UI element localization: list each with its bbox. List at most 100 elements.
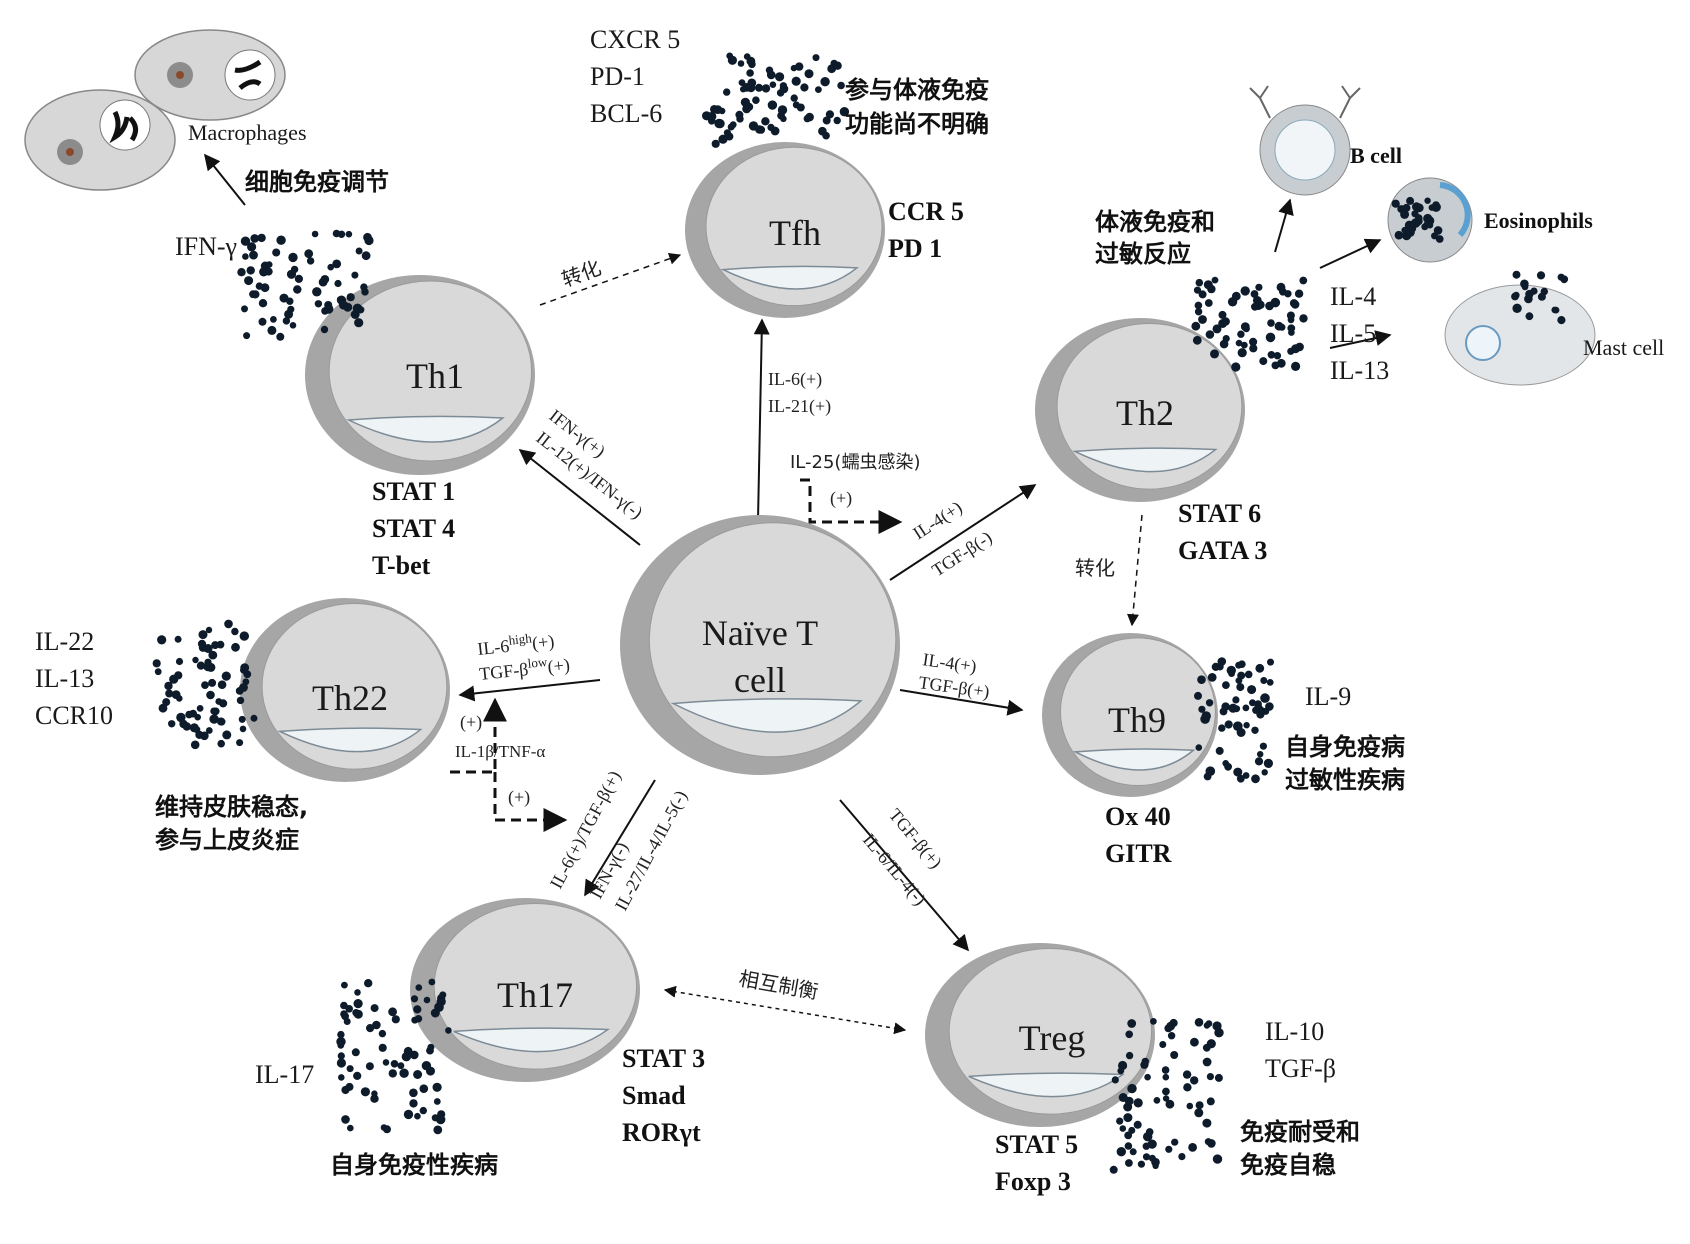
tfh-surface-bcl6: BCL-6 bbox=[590, 99, 662, 128]
th1-marker-stat4: STAT 4 bbox=[372, 514, 455, 543]
th17-marker-stat3: STAT 3 bbox=[622, 1044, 705, 1073]
label-plus-b: (+) bbox=[508, 787, 530, 808]
th2-function-line2: 过敏反应 bbox=[1095, 240, 1191, 268]
arrows bbox=[204, 153, 1392, 952]
label-il25-plus: (+) bbox=[830, 488, 852, 509]
treg-dots bbox=[1109, 1018, 1224, 1174]
arrow-il1b-to-th17 bbox=[493, 772, 568, 832]
th9-name: Th9 bbox=[1108, 700, 1166, 740]
tfh-function-line2: 功能尚不明确 bbox=[845, 110, 989, 138]
th1-marker-stat1: STAT 1 bbox=[372, 477, 455, 506]
th9-marker-ox40: Ox 40 bbox=[1105, 802, 1171, 831]
macrophages-label: Macrophages bbox=[188, 120, 307, 145]
arrow-naive-to-th9 bbox=[899, 689, 1024, 716]
arrow-naive-to-th17-a bbox=[584, 779, 656, 897]
label-il1b: IL-1β/TNF-α bbox=[455, 742, 545, 761]
th1-cytokine-ifng: IFN-γ bbox=[175, 232, 237, 261]
th17-name: Th17 bbox=[497, 975, 573, 1015]
arrow-naive-to-tfh bbox=[753, 318, 770, 521]
naive-name-line1: Naïve T bbox=[702, 613, 818, 653]
th17-cytokine-il17: IL-17 bbox=[255, 1060, 314, 1089]
svg-text:IL-6high(+): IL-6high(+) bbox=[476, 628, 555, 660]
th1-cell bbox=[305, 275, 535, 475]
th22-dots bbox=[152, 619, 258, 750]
th22-cytokine-il13: IL-13 bbox=[35, 664, 94, 693]
tfh-function-line1: 参与体液免疫 bbox=[845, 76, 989, 104]
th2-dots bbox=[1191, 276, 1308, 372]
dashed-arrows bbox=[450, 252, 1143, 1035]
th2-name: Th2 bbox=[1116, 393, 1174, 433]
eosinophils-label: Eosinophils bbox=[1484, 208, 1593, 233]
arrow-naive-to-th1 bbox=[518, 449, 641, 546]
tfh-surface-pd1: PD-1 bbox=[590, 62, 645, 91]
label-to-tfh-1: IL-6(+) bbox=[768, 369, 822, 390]
label-to-th22-1: IL-6high(+) bbox=[476, 628, 555, 660]
th2-marker-stat6: STAT 6 bbox=[1178, 499, 1261, 528]
th2-function-line1: 体液免疫和 bbox=[1095, 208, 1215, 236]
th2-marker-gata3: GATA 3 bbox=[1178, 536, 1267, 565]
macrophages bbox=[24, 29, 286, 191]
label-th1-tfh: 转化 bbox=[559, 255, 605, 291]
b-cell bbox=[1249, 85, 1361, 196]
treg-cytokine-il10: IL-10 bbox=[1265, 1017, 1324, 1046]
naive-name-line2: cell bbox=[734, 660, 786, 700]
th22-function-line2: 参与上皮炎症 bbox=[155, 826, 299, 854]
eosinophil-dots bbox=[1391, 196, 1444, 243]
th22-cytokine-ccr10: CCR10 bbox=[35, 701, 113, 730]
tfh-surface-cxcr5: CXCR 5 bbox=[590, 25, 680, 54]
treg-function-line1: 免疫耐受和 bbox=[1240, 1118, 1360, 1146]
th1-function: 细胞免疫调节 bbox=[245, 168, 389, 196]
th17-function: 自身免疫性疾病 bbox=[330, 1151, 498, 1179]
mast-cell-label: Mast cell bbox=[1583, 335, 1664, 360]
label-plus-a: (+) bbox=[460, 712, 482, 733]
th2-cell bbox=[1035, 318, 1245, 502]
arrow-th2-to-mastcell bbox=[1329, 330, 1392, 349]
th2-cytokine-il4: IL-4 bbox=[1330, 282, 1376, 311]
arrow-th2-to-eosinophils bbox=[1319, 238, 1382, 269]
th22-name: Th22 bbox=[312, 678, 388, 718]
th17-marker-smad: Smad bbox=[622, 1081, 686, 1110]
mast-cell bbox=[1444, 284, 1596, 386]
treg-cytokine-tgfb: TGF-β bbox=[1265, 1054, 1336, 1083]
arrow-naive-to-th2 bbox=[889, 484, 1037, 581]
th9-cytokine-il9: IL-9 bbox=[1305, 682, 1351, 711]
th9-function-line2: 过敏性疾病 bbox=[1285, 766, 1405, 794]
tfh-name: Tfh bbox=[769, 213, 821, 253]
th17-cell bbox=[410, 898, 640, 1082]
treg-name: Treg bbox=[1019, 1018, 1086, 1058]
arrow-th1-to-macrophages bbox=[204, 153, 246, 206]
treg-function-line2: 免疫自稳 bbox=[1240, 1151, 1336, 1179]
tfh-marker-pd1: PD 1 bbox=[888, 234, 942, 263]
th2-cytokine-il5: IL-5 bbox=[1330, 319, 1376, 348]
arrow-naive-to-treg bbox=[839, 799, 970, 952]
label-to-th2-1: IL-4(+) bbox=[909, 497, 966, 544]
label-to-tfh-2: IL-21(+) bbox=[768, 396, 831, 417]
tfh-marker-ccr5: CCR 5 bbox=[888, 197, 964, 226]
th17-dots bbox=[336, 978, 452, 1135]
th22-function-line1: 维持皮肤稳态, bbox=[155, 793, 308, 821]
th22-cell bbox=[240, 598, 450, 782]
th17-marker-rorgt: RORγt bbox=[622, 1118, 701, 1147]
mast-cell-dots bbox=[1511, 270, 1569, 325]
th9-cell bbox=[1042, 633, 1218, 797]
treg-cell bbox=[925, 943, 1155, 1127]
label-il25: IL-25(蠕虫感染) bbox=[790, 452, 920, 473]
arrow-il1b-to-th22 bbox=[450, 697, 507, 774]
label-th2-th9: 转化 bbox=[1075, 556, 1115, 580]
th2-cytokine-il13: IL-13 bbox=[1330, 356, 1389, 385]
naive-cell bbox=[620, 515, 900, 775]
label-to-th2-2: TGF-β(-) bbox=[928, 527, 996, 581]
arrow-th1-to-tfh bbox=[539, 252, 682, 306]
cytokine-dots bbox=[152, 52, 1569, 1174]
label-th17-treg: 相互制衡 bbox=[737, 966, 820, 1004]
th9-marker-gitr: GITR bbox=[1105, 839, 1172, 868]
th1-dots bbox=[237, 229, 374, 341]
treg-marker-foxp3: Foxp 3 bbox=[995, 1167, 1071, 1196]
th1-marker-tbet: T-bet bbox=[372, 551, 431, 580]
arrow-th17-treg bbox=[663, 985, 907, 1035]
th9-function-line1: 自身免疫病 bbox=[1285, 733, 1405, 761]
arrow-naive-to-th22 bbox=[458, 679, 601, 702]
th22-cytokine-il22: IL-22 bbox=[35, 627, 94, 656]
